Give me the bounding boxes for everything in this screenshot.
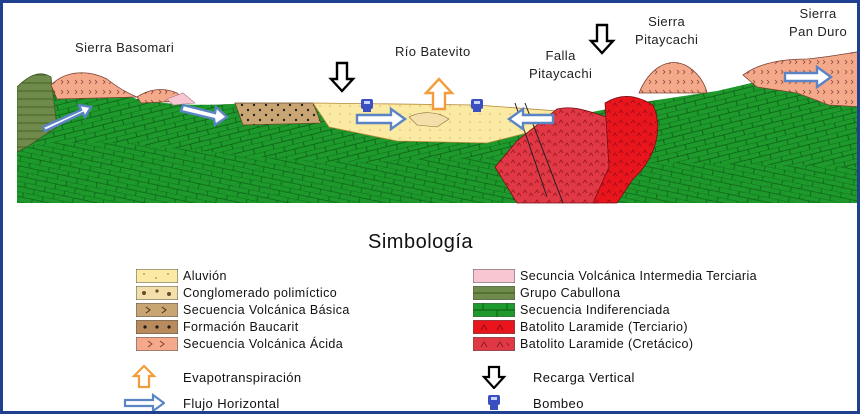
legend-item-volcanica-acida: Secuencia Volcánica Ácida	[135, 336, 344, 352]
legend-item-volcanica-basica: Secuencia Volcánica Básica	[135, 302, 350, 318]
secuencia-indiferenciada-lower	[17, 142, 857, 203]
label-pitaycachi-line1: Sierra	[648, 14, 686, 29]
legend-symbol-evapotranspiracion: Evapotranspiración	[123, 364, 302, 389]
legend-symbol-flujo-horizontal: Flujo Horizontal	[123, 391, 280, 411]
recharge-arrow-valley	[328, 61, 356, 93]
flow-arrow-basomari-left	[41, 103, 93, 133]
flow-arrow-valley-right	[355, 106, 408, 132]
swatch-volcanica-acida	[135, 336, 179, 352]
legend-label: Formación Baucarit	[183, 320, 299, 334]
flow-arrow-panduro	[783, 64, 834, 90]
label-sierra-pan-duro: Sierra Pan Duro	[789, 5, 847, 41]
legend-symbol-label: Bombeo	[533, 395, 584, 411]
label-sierra-basomari: Sierra Basomari	[75, 40, 175, 55]
recharge-arrow-fault	[588, 23, 616, 55]
batolito-terciario	[592, 96, 659, 204]
recarga-vertical-arrows	[328, 23, 616, 93]
flow-arrow-valley-left	[506, 106, 555, 132]
swatch-volcanica-intermedia	[472, 268, 516, 284]
swatch-cabullona	[472, 285, 516, 301]
label-falla-pitaycachi: Falla Pitaycachi	[529, 47, 592, 83]
legend-item-secuencia-indiferenciada: Secuencia Indiferenciada	[472, 302, 670, 318]
formacion-baucarit-lens	[234, 102, 322, 126]
black-down-arrow-icon	[473, 365, 515, 390]
legend-label: Grupo Cabullona	[520, 286, 621, 300]
label-falla-line2: Pitaycachi	[529, 66, 593, 81]
conglomerado-lens	[408, 112, 450, 128]
legend-symbol-label: Evapotranspiración	[183, 369, 302, 385]
swatch-baucarit	[135, 319, 179, 335]
volcanica-intermedia-lens	[166, 92, 196, 106]
swatch-conglomerado	[135, 285, 179, 301]
pump-icon	[471, 99, 483, 112]
legend-label: Aluvión	[183, 269, 227, 283]
label-falla-line1: Falla	[545, 48, 576, 63]
legend-label: Secuencia Volcánica Ácida	[183, 337, 344, 351]
legend-label: Secuencia Indiferenciada	[520, 303, 670, 317]
label-pitaycachi-line2: Pitaycachi	[635, 32, 699, 47]
legend-item-cabullona: Grupo Cabullona	[472, 285, 621, 301]
legend-label: Batolito Laramide (Terciario)	[520, 320, 688, 334]
legend-item-batolito-cretacico: Batolito Laramide (Cretácico)	[472, 336, 694, 352]
legend-label: Conglomerado polimíctico	[183, 286, 338, 300]
legend-symbol-bombeo: Bombeo	[473, 391, 584, 411]
legend-item-volcanica-intermedia: Secuncia Volcánica Intermedia Terciaria	[472, 268, 758, 284]
label-panduro-line1: Sierra	[799, 6, 837, 21]
label-sierra-pitaycachi: Sierra Pitaycachi	[635, 13, 698, 49]
legend-item-baucarit: Formación Baucarit	[135, 319, 299, 335]
flujo-horizontal-arrows	[41, 64, 834, 133]
legend-symbol-recarga-vertical: Recarga Vertical	[473, 365, 635, 390]
legend-label: Secuencia Volcánica Básica	[183, 303, 350, 317]
swatch-batolito-terciario	[472, 319, 516, 335]
evapotranspiracion-arrow	[423, 77, 455, 111]
blue-horizontal-arrow-icon	[123, 391, 166, 411]
orange-up-arrow-icon	[123, 364, 165, 389]
sierra-pitaycachi-cap	[638, 62, 708, 94]
legend-item-batolito-terciario: Batolito Laramide (Terciario)	[472, 319, 688, 335]
pump-icon	[361, 99, 373, 112]
swatch-aluvion	[135, 268, 179, 284]
legend-item-aluvion: Aluvión	[135, 268, 227, 284]
flow-arrow-basomari-right	[179, 103, 229, 128]
legend-label: Secuncia Volcánica Intermedia Terciaria	[520, 269, 758, 283]
swatch-secuencia-indiferenciada	[472, 302, 516, 318]
sierra-basomari-cap-1	[50, 72, 138, 100]
pump-icon	[473, 391, 515, 411]
legend-title: Simbología	[368, 231, 474, 253]
legend-label: Batolito Laramide (Cretácico)	[520, 337, 694, 351]
grupo-cabullona-left	[17, 73, 58, 153]
legend-symbol-label: Flujo Horizontal	[183, 395, 280, 411]
geologic-cross-section	[17, 23, 857, 204]
label-rio-batevito: Río Batevito	[395, 44, 471, 59]
legend-symbol-label: Recarga Vertical	[533, 369, 635, 385]
swatch-volcanica-basica	[135, 302, 179, 318]
batolito-cretacico	[494, 107, 614, 204]
label-panduro-line2: Pan Duro	[789, 24, 848, 39]
pump-icons	[361, 99, 483, 112]
legend-item-conglomerado: Conglomerado polimíctico	[135, 285, 338, 301]
swatch-batolito-cretacico	[472, 336, 516, 352]
